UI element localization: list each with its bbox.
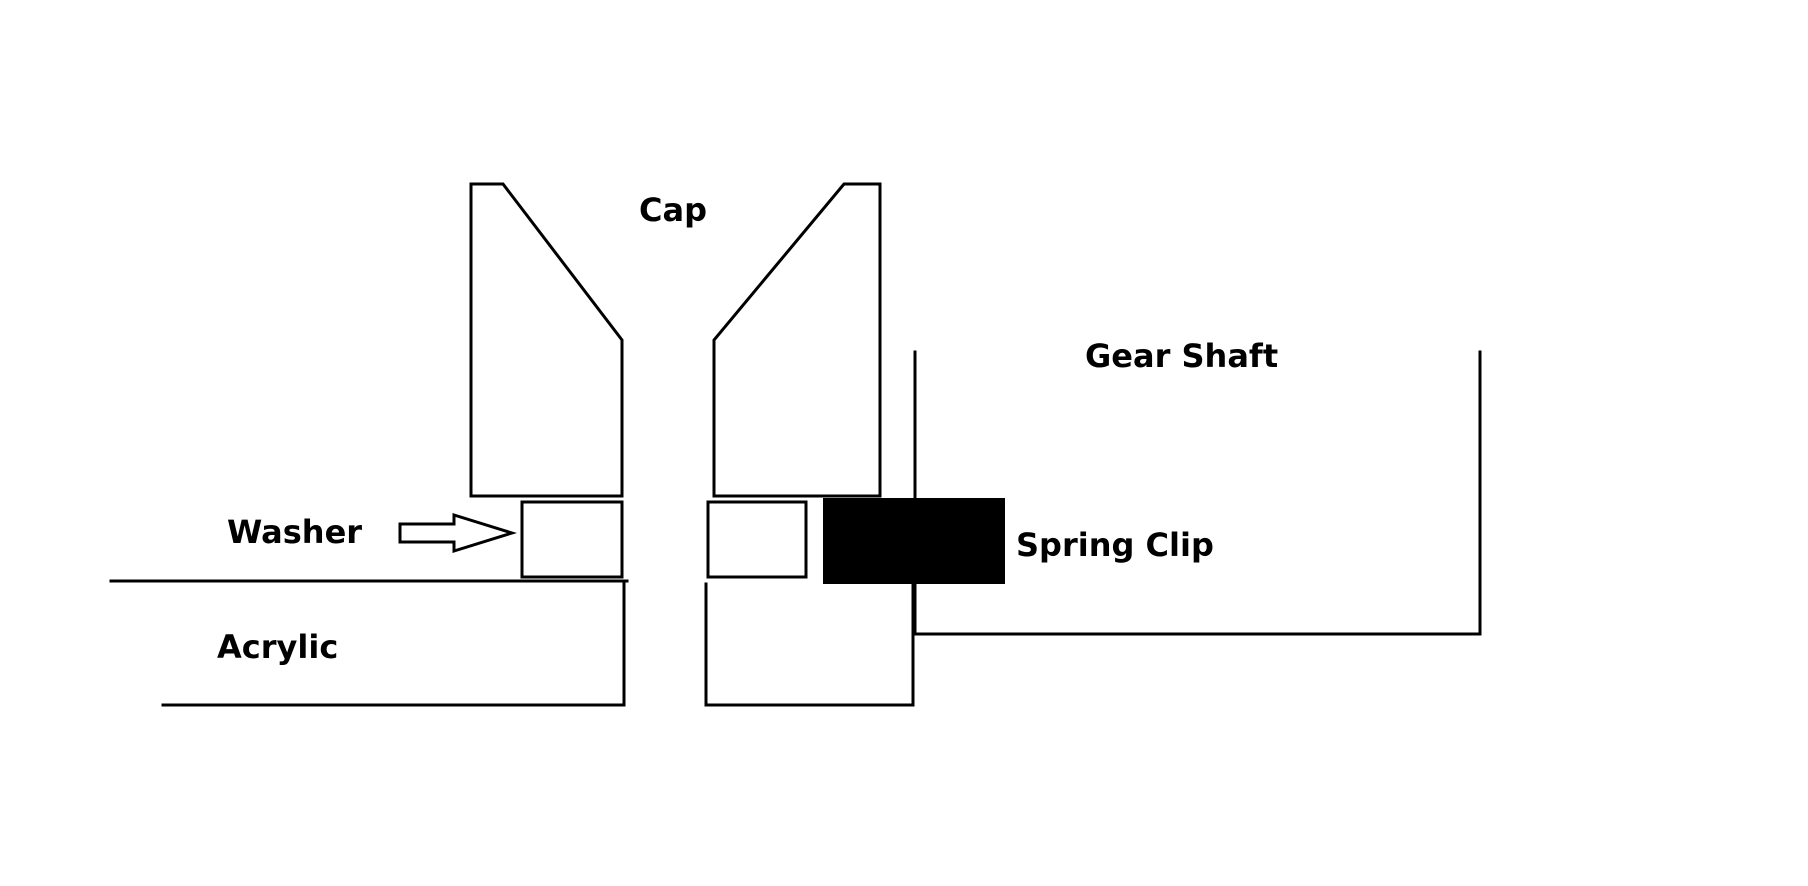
acrylic-right — [704, 582, 915, 707]
spring-clip-label: Spring Clip — [1016, 526, 1214, 564]
gear-shaft-label: Gear Shaft — [1085, 337, 1278, 375]
acrylic-left — [109, 579, 629, 707]
washer-left — [520, 500, 624, 579]
gear-shaft — [913, 350, 1482, 636]
cap-left-half — [469, 182, 624, 498]
cap-right-half — [712, 182, 882, 498]
washer-arrow-icon — [398, 512, 518, 554]
spring-clip — [823, 498, 1005, 584]
acrylic-label: Acrylic — [217, 628, 338, 666]
washer-right — [706, 500, 808, 579]
washer-label: Washer — [227, 513, 362, 551]
cap-label: Cap — [639, 191, 707, 229]
